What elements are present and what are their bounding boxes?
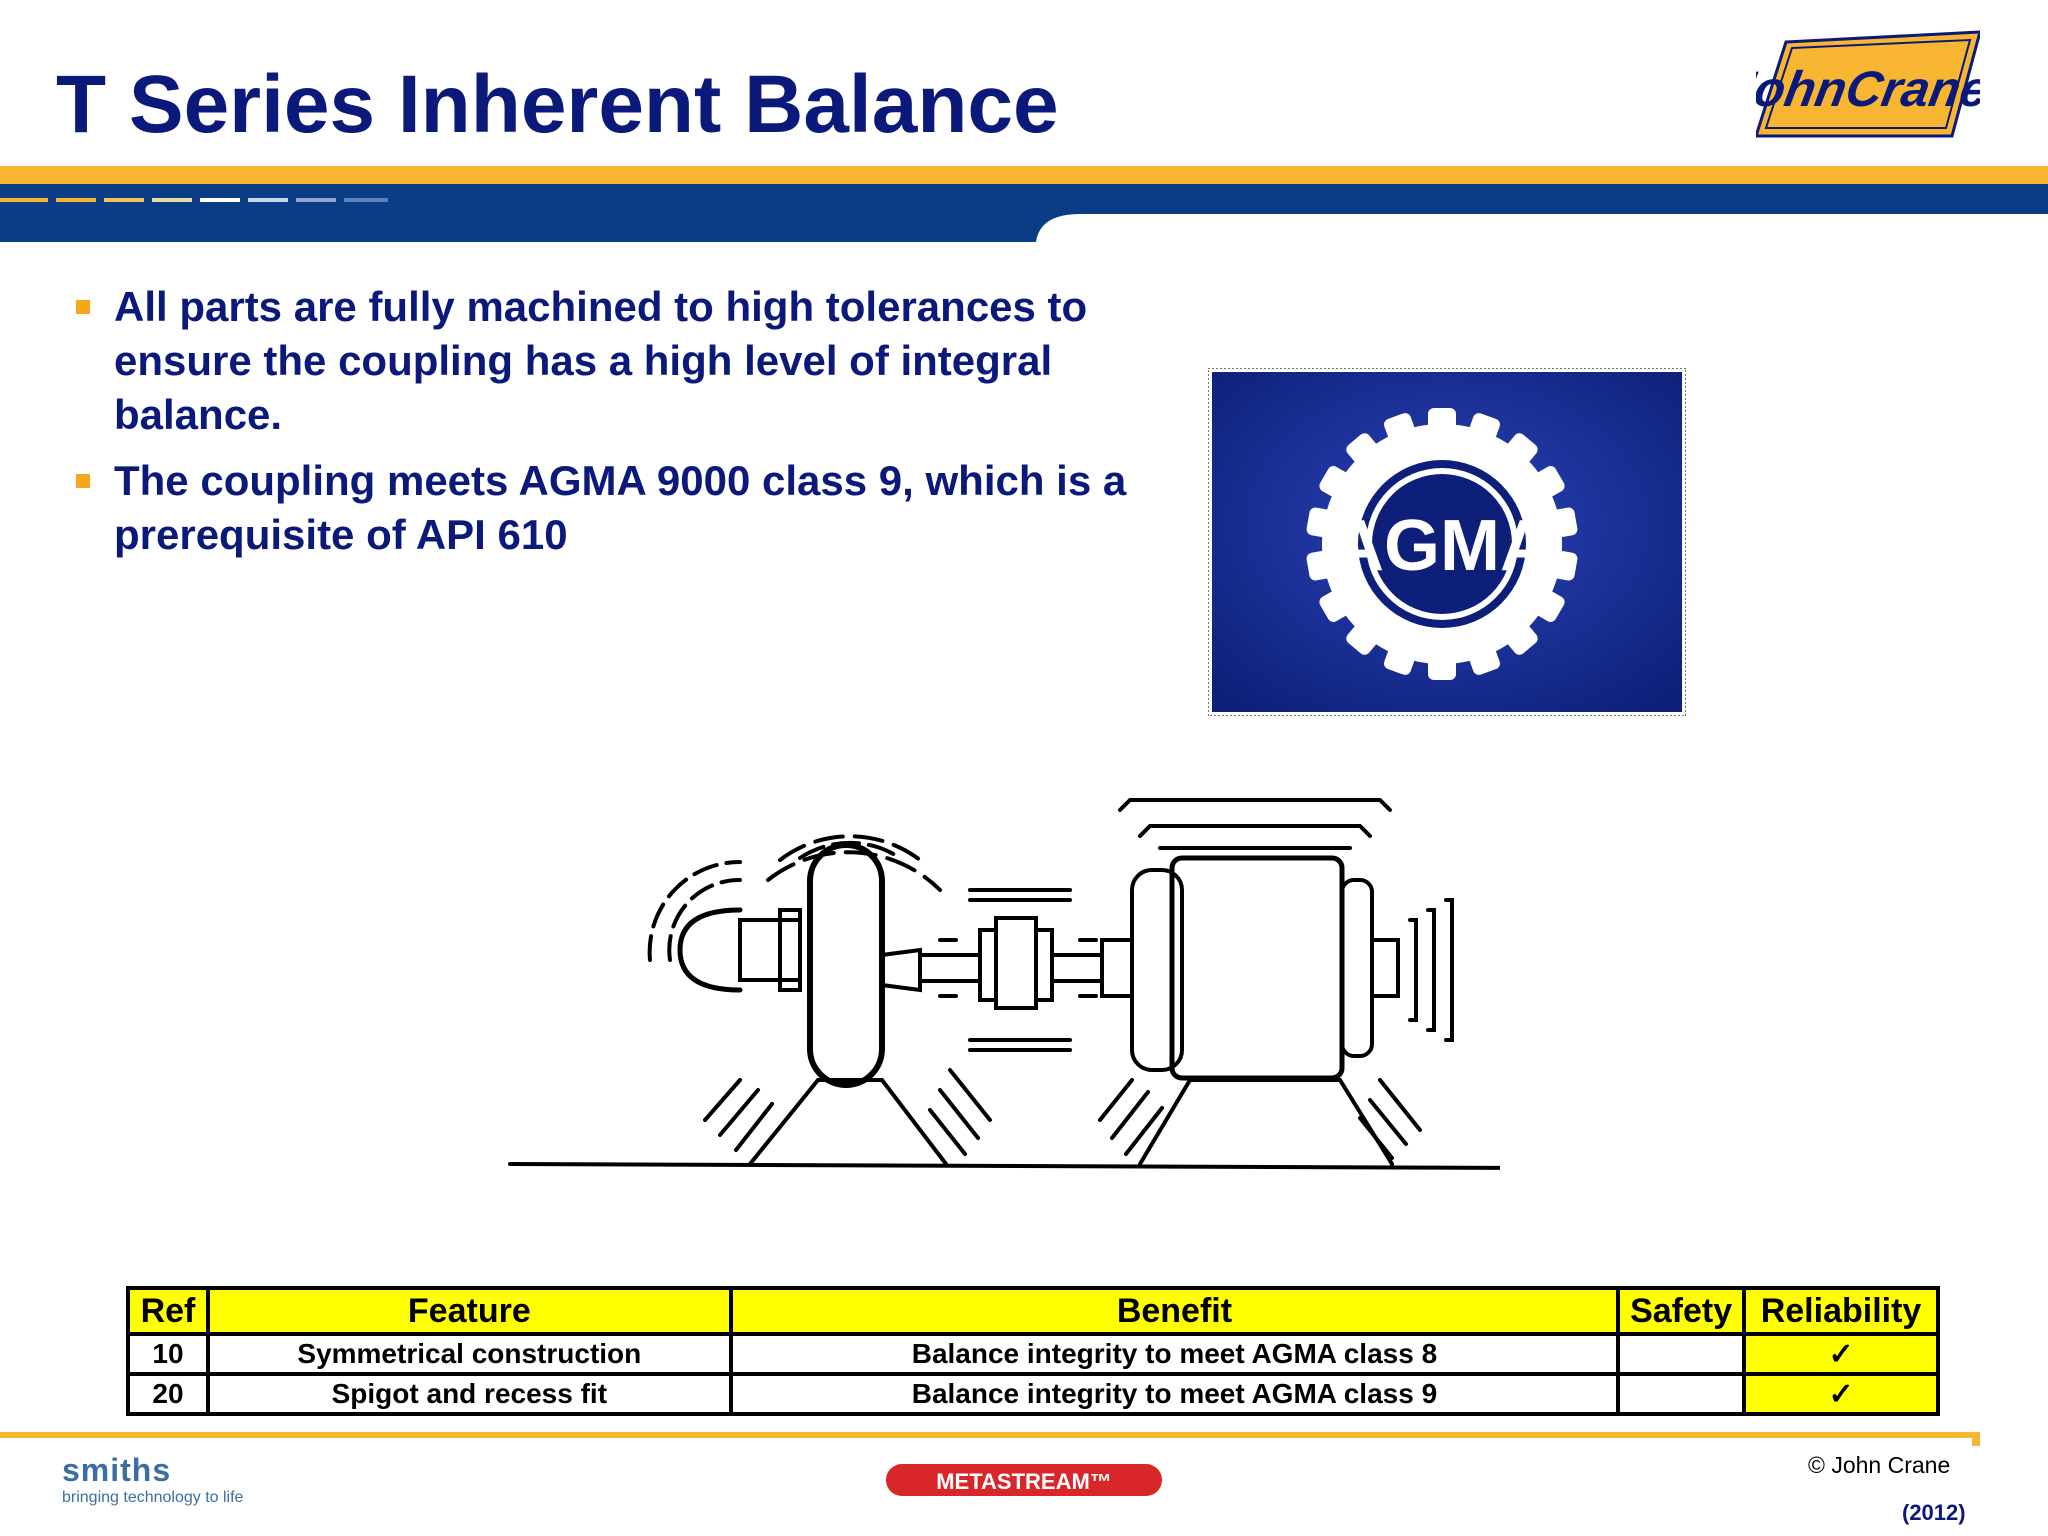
gear-tooth: [1528, 466, 1565, 501]
slide-title: T Series Inherent Balance: [56, 59, 1059, 150]
cell-safety: [1616, 1332, 1747, 1376]
gear-tooth: [1544, 507, 1578, 539]
gear-tooth: [1428, 408, 1456, 438]
gear-tooth: [1346, 618, 1383, 655]
bullet-text: The coupling meets AGMA 9000 class 9, wh…: [114, 457, 1127, 558]
agma-logo-image: AGMA: [1208, 368, 1686, 716]
gear-icon: AGMA: [1306, 408, 1578, 680]
column-header-benefit: Benefit: [728, 1286, 1621, 1336]
cell-feature: Spigot and recess fit: [205, 1372, 733, 1416]
gear-tooth: [1501, 618, 1538, 655]
gear-tooth: [1501, 433, 1538, 470]
column-header-feature: Feature: [205, 1286, 733, 1336]
gear-tooth: [1428, 650, 1456, 680]
table-row: 10 Symmetrical construction Balance inte…: [126, 1332, 1940, 1376]
bullet-list: All parts are fully machined to high tol…: [70, 280, 1210, 574]
agma-logo-text: AGMA: [1332, 506, 1552, 586]
bullet-square-icon: [76, 300, 90, 314]
bullet-text: All parts are fully machined to high tol…: [114, 283, 1088, 438]
gear-tooth: [1346, 433, 1383, 470]
cell-feature: Symmetrical construction: [205, 1332, 733, 1376]
gear-tooth: [1306, 507, 1340, 539]
gear-tooth: [1466, 413, 1500, 448]
smiths-logo-name: smiths: [62, 1452, 172, 1488]
table-header-row: Ref Feature Benefit Safety Reliability: [126, 1286, 1940, 1336]
gear-tooth: [1384, 640, 1418, 675]
copyright-text: © John Crane: [1808, 1452, 1951, 1478]
table-row: 20 Spigot and recess fit Balance integri…: [126, 1372, 1940, 1416]
bullet-item: All parts are fully machined to high tol…: [70, 280, 1210, 442]
cell-benefit: Balance integrity to meet AGMA class 8: [728, 1332, 1621, 1376]
gear-tooth: [1466, 640, 1500, 675]
footer-divider-end: [1972, 1432, 1980, 1446]
gear-tooth: [1319, 587, 1356, 622]
metastream-logo: METASTREAM™: [886, 1464, 1162, 1496]
feature-benefit-table: Ref Feature Benefit Safety Reliability 1…: [126, 1286, 1940, 1416]
smiths-logo: smiths bringing technology to life: [62, 1452, 243, 1507]
cell-ref: 20: [126, 1372, 210, 1416]
smiths-logo-tagline: bringing technology to life: [62, 1489, 244, 1506]
gear-tooth: [1306, 549, 1340, 581]
column-header-safety: Safety: [1616, 1286, 1747, 1336]
pump-motor-vibration-diagram: [508, 798, 1500, 1170]
gear-tooth: [1319, 466, 1356, 501]
john-crane-logo-text: JohnCrane: [1756, 60, 1980, 117]
column-header-ref: Ref: [126, 1286, 210, 1336]
gear-tooth: [1544, 549, 1578, 581]
column-header-reliability: Reliability: [1742, 1286, 1940, 1336]
year-text: (2012): [1902, 1500, 1966, 1525]
footer-divider: [0, 1432, 1980, 1438]
cell-reliability-check-icon: ✓: [1742, 1332, 1940, 1376]
bullet-item: The coupling meets AGMA 9000 class 9, wh…: [70, 454, 1210, 562]
cell-ref: 10: [126, 1332, 210, 1376]
john-crane-logo: JohnCrane: [1756, 30, 1980, 138]
cell-benefit: Balance integrity to meet AGMA class 9: [728, 1372, 1621, 1416]
cell-safety: [1616, 1372, 1747, 1416]
gear-tooth: [1528, 587, 1565, 622]
gear-tooth: [1384, 413, 1418, 448]
metastream-logo-text: METASTREAM™: [936, 1469, 1112, 1494]
bullet-square-icon: [76, 474, 90, 488]
header-bands: [0, 166, 2048, 242]
cell-reliability-check-icon: ✓: [1742, 1372, 1940, 1416]
